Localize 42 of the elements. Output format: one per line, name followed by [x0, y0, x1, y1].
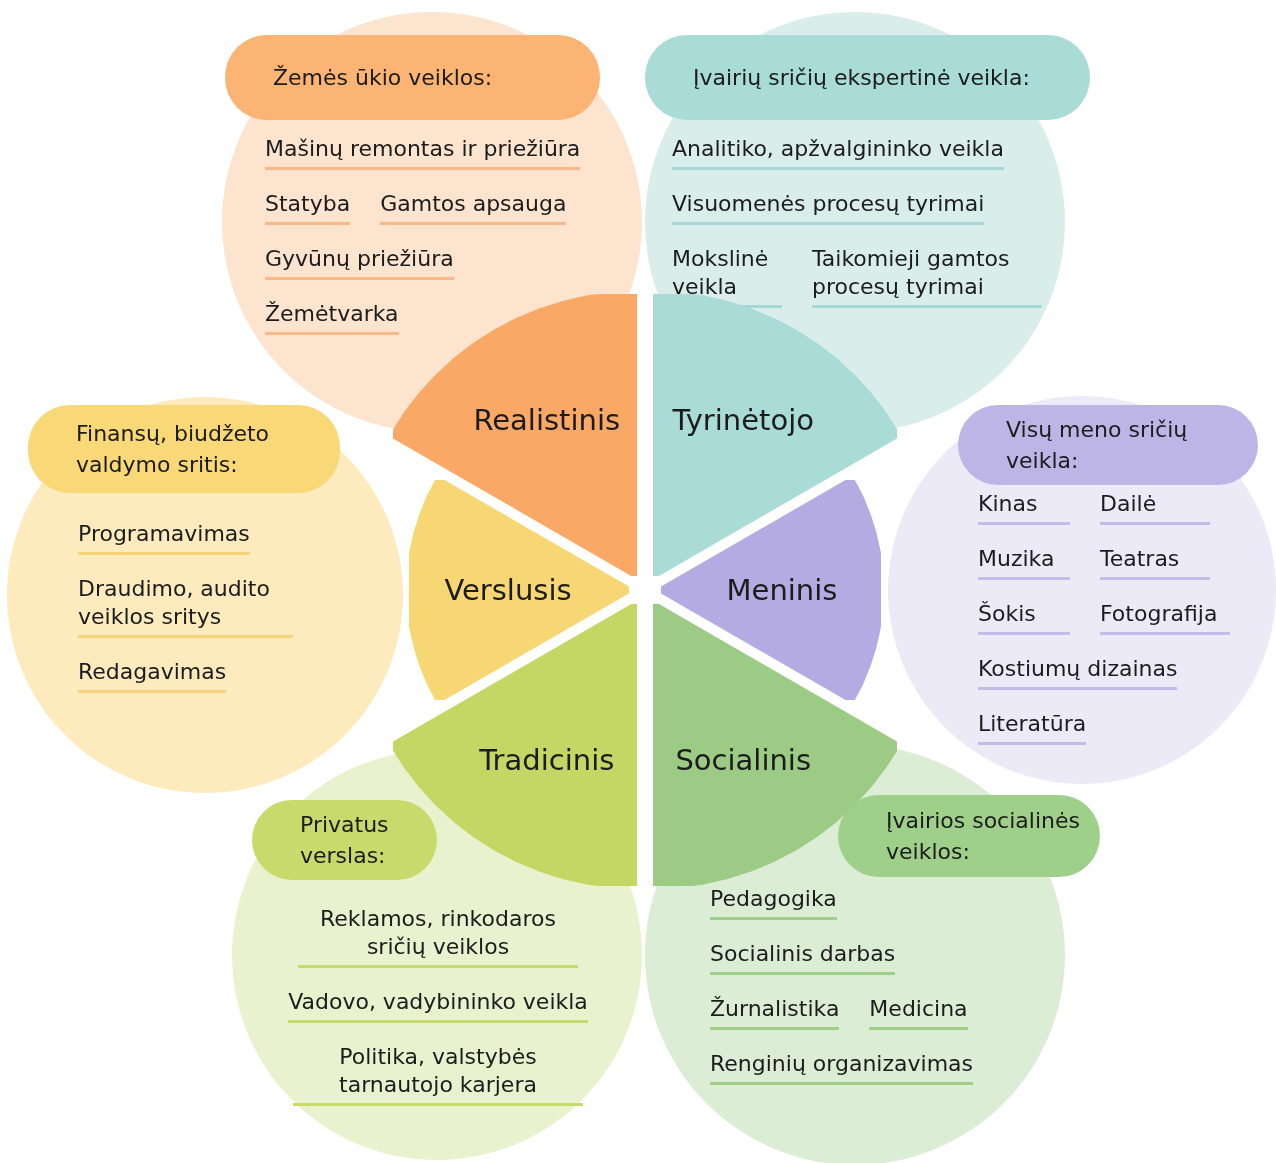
list-item: Kinas	[978, 490, 1070, 525]
list-item: Dailė	[1100, 490, 1210, 525]
list-item: Vadovo, vadybininko veikla	[288, 988, 588, 1023]
category-pill: Įvairios socialinės veiklos:	[838, 795, 1100, 877]
wedge-title: Verslusis	[444, 573, 572, 607]
list-item: Kostiumų dizainas	[978, 655, 1178, 690]
list-item: Renginių organizavimas	[710, 1050, 973, 1085]
list-item: Politika, valstybės tarnautojo karjera	[293, 1043, 583, 1106]
list-item: Mašinų remontas ir priežiūra	[265, 135, 581, 170]
sector-wedge	[661, 480, 881, 700]
sector-wedge	[392, 603, 637, 886]
list-item: Draudimo, audito veiklos sritys	[78, 575, 293, 638]
list-item: Muzika	[978, 545, 1070, 580]
list-item: Redagavimas	[78, 658, 227, 693]
category-pill: Finansų, biudžeto valdymo sritis:	[28, 405, 340, 493]
list-item: Medicina	[869, 995, 968, 1030]
list-item: Gamtos apsauga	[380, 190, 567, 225]
wedge-title: Tradicinis	[479, 743, 615, 778]
list-item: Fotografija	[1100, 600, 1230, 635]
list-item: Literatūra	[978, 710, 1087, 745]
category-pill: Visų meno sričių veikla:	[958, 405, 1258, 485]
wedge-title: Meninis	[726, 573, 838, 607]
list-item: Žemėtvarka	[265, 300, 399, 335]
list-item: Programavimas	[78, 520, 250, 555]
list-item: Šokis	[978, 600, 1070, 635]
list-item: Teatras	[1100, 545, 1210, 580]
category-pill: Žemės ūkio veiklos:	[225, 35, 600, 120]
wedge-title: Socialinis	[675, 743, 812, 778]
category-pill: Įvairių sričių ekspertinė veikla:	[645, 35, 1090, 120]
list-item: Pedagogika	[710, 885, 837, 920]
list-item: Visuomenės procesų tyrimai	[672, 190, 985, 225]
sector-wedge	[409, 480, 629, 700]
list-item: Socialinis darbas	[710, 940, 896, 975]
list-item: Analitiko, apžvalgininko veikla	[672, 135, 1004, 170]
list-item: Žurnalistika	[710, 995, 840, 1030]
wedge-title: Realistinis	[473, 402, 621, 437]
list-item: Reklamos, rinkodaros sričių veiklos	[298, 905, 578, 968]
list-item: Taikomieji gamtos procesų tyrimai	[812, 245, 1042, 308]
category-pill: Privatus verslas:	[252, 800, 437, 880]
wedge-title: Tyrinėtojo	[672, 402, 814, 437]
list-item: Statyba	[265, 190, 351, 225]
list-item: Gyvūnų priežiūra	[265, 245, 454, 280]
